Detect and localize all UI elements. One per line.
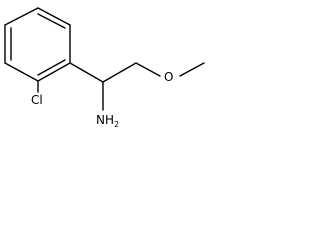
amine-subscript: 2	[114, 120, 119, 129]
ring-inner-double-bond-top	[37, 13, 66, 29]
oxygen-to-methyl-bond	[179, 62, 205, 77]
chiral-to-methylene-bond	[102, 62, 137, 83]
ring-bond-lower-right	[37, 62, 71, 82]
molecule-structure-diagram: Cl NH2 O	[4, 7, 205, 129]
ring-bond-upper-left	[4, 7, 39, 26]
oxygen-label: O	[164, 70, 173, 84]
chlorine-label: Cl	[31, 93, 43, 107]
amine-label: NH2	[96, 113, 119, 129]
amine-nh-text: NH	[96, 113, 114, 127]
ring-bond-top	[37, 7, 71, 26]
ring-inner-double-bond-bottom	[37, 59, 66, 76]
ring-to-chiral-carbon-bond	[69, 62, 104, 83]
methylene-to-oxygen-bond	[135, 62, 161, 77]
ring-bond-bottom	[4, 62, 39, 82]
